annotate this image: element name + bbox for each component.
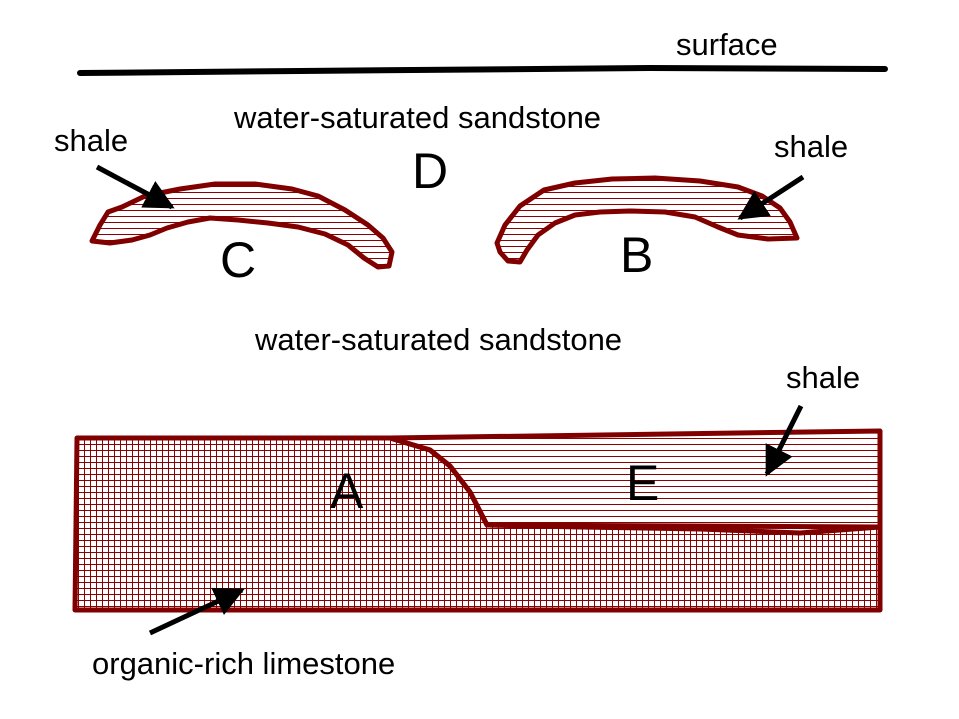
letter-e: E (626, 455, 659, 511)
label-shale-left: shale (54, 123, 128, 158)
arrow-shale-left (95, 164, 175, 210)
letter-d: D (412, 143, 448, 199)
arrow-shale-lower (764, 404, 804, 477)
letter-c: C (220, 232, 256, 288)
letter-a: A (330, 463, 364, 519)
label-sandstone-middle: water-saturated sandstone (254, 322, 622, 357)
label-limestone: organic-rich limestone (92, 646, 395, 681)
surface-line (77, 64, 888, 76)
arrow-shale-right (737, 174, 805, 221)
label-surface: surface (676, 27, 778, 62)
arrow-limestone (148, 587, 245, 636)
limestone-layer (72, 435, 883, 613)
label-shale-lower: shale (786, 360, 860, 395)
label-sandstone-top: water-saturated sandstone (233, 100, 601, 135)
shale-lens-right (494, 175, 800, 265)
label-shale-right: shale (774, 129, 848, 164)
letter-b: B (620, 227, 653, 283)
